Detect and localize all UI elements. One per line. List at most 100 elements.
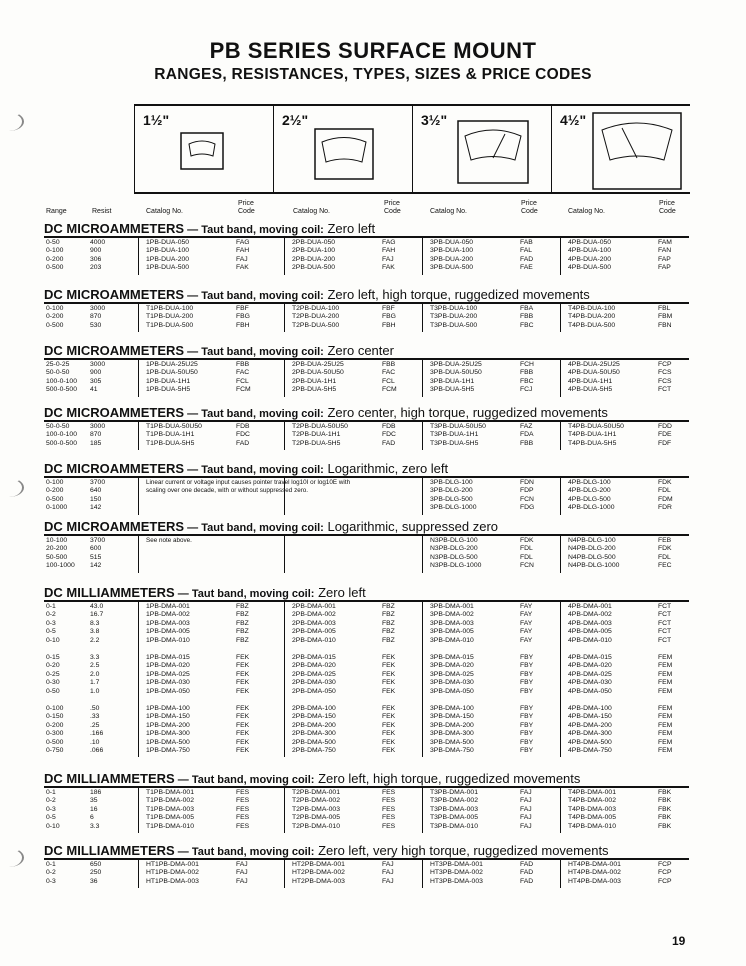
cell: 0-3: [46, 877, 56, 885]
cell: FDK: [520, 537, 534, 544]
cell: 50-0-50: [46, 369, 70, 377]
section-detail: Zero center, high torque, ruggedized mov…: [323, 405, 608, 420]
cell: FES: [382, 797, 396, 805]
cell: FES: [236, 789, 250, 796]
cell: 1PB-DUA-50U50: [146, 369, 198, 377]
cell: FCS: [658, 369, 672, 377]
section-movement: — Taut band, moving coil:: [184, 290, 324, 302]
cell: FBN: [658, 321, 672, 329]
cell: 3PB-DMA-003: [430, 619, 474, 627]
cell: FEB: [658, 537, 672, 544]
cell: 0-100: [46, 247, 64, 255]
cell: T1PB-DUA-1H1: [146, 431, 195, 439]
cell: FBZ: [382, 619, 395, 627]
cell: 3000: [90, 361, 106, 368]
cell: .50: [90, 705, 100, 712]
cell: 4PB-DLG-1000: [568, 504, 615, 512]
cell: 3.3: [90, 654, 100, 661]
cell: T1PB-DUA-200: [146, 313, 194, 321]
cell: FAB: [520, 239, 533, 246]
cell: HT2PB-DMA-003: [292, 877, 345, 885]
cell: 4PB-DLG-200: [568, 487, 611, 495]
cell: T2PB-DUA-100: [292, 305, 340, 312]
cell: N4PB-DLG-500: [568, 553, 616, 561]
cell: 1PB-DMA-030: [146, 679, 190, 687]
cell: 0-2: [46, 797, 56, 805]
cell: 2PB-DMA-050: [292, 687, 336, 695]
cell: FBC: [520, 321, 534, 329]
section-movement: — Taut band, moving coil:: [184, 408, 324, 420]
cell: 0-100: [46, 305, 64, 312]
size-cell-2: 2½": [273, 106, 413, 192]
cell: FAC: [236, 369, 250, 377]
cell: 1PB-DMA-150: [146, 713, 190, 721]
cell: FAJ: [236, 877, 248, 885]
cell: 1PB-DUA-050: [146, 239, 190, 246]
cell: T2PB-DMA-010: [292, 822, 340, 830]
cell: FBY: [520, 738, 534, 746]
cell: FBB: [520, 439, 534, 447]
cell: 870: [90, 313, 102, 321]
column-divider: [422, 422, 423, 451]
cell: 3PB-DMA-001: [430, 603, 474, 610]
cell: FDM: [658, 495, 673, 503]
cell: FAY: [520, 619, 533, 627]
cell: FCL: [382, 377, 395, 385]
section-type: DC MICROAMMETERS: [44, 461, 185, 476]
cell: HT2PB-DMA-001: [292, 861, 345, 868]
cell: 3PB-DMA-200: [430, 721, 474, 729]
cell: 4PB-DMA-150: [568, 713, 612, 721]
cell: 4PB-DUA-050: [568, 239, 612, 246]
catalog-header-1: Catalog No.: [146, 208, 183, 215]
section-heading: DC MICROAMMETERS — Taut band, moving coi…: [44, 288, 689, 304]
column-divider: [560, 360, 561, 397]
cell: 1PB-DUA-5H5: [146, 386, 191, 394]
cell: HT3PB-DMA-003: [430, 877, 483, 885]
cell: T1PB-DMA-003: [146, 805, 194, 813]
cell: FEM: [658, 713, 673, 721]
cell: FAK: [382, 264, 395, 272]
cell: 2PB-DUA-50U50: [292, 369, 344, 377]
section-heading: DC MICROAMMETERS — Taut band, moving coi…: [44, 406, 689, 422]
cell: 3PB-DMA-050: [430, 687, 474, 695]
cell: 4PB-DUA-50U50: [568, 369, 620, 377]
cell: 640: [90, 487, 102, 495]
cell: 4PB-DMA-015: [568, 654, 612, 661]
cell: 3PB-DLG-100: [430, 479, 473, 486]
cell: 500-0-500: [46, 386, 77, 394]
cell: FBY: [520, 747, 534, 755]
cell: 4PB-DMA-100: [568, 705, 612, 712]
cell: T3PB-DMA-001: [430, 789, 478, 796]
cell: FAC: [382, 369, 396, 377]
cell: 1PB-DMA-010: [146, 636, 190, 644]
cell: T1PB-DMA-005: [146, 814, 194, 822]
column-divider: [284, 602, 285, 758]
cell: 0-1000: [46, 504, 68, 512]
cell: FDB: [382, 423, 396, 430]
cell: HT1PB-DMA-001: [146, 861, 199, 868]
cell: FCT: [658, 386, 672, 394]
cell: FEK: [382, 705, 396, 712]
cell: 2PB-DMA-003: [292, 619, 336, 627]
column-divider: [284, 860, 285, 889]
cell: FEK: [236, 713, 250, 721]
cell: N4PB-DLG-200: [568, 545, 616, 553]
cell: 1PB-DUA-100: [146, 247, 190, 255]
cell: 0-2: [46, 611, 56, 619]
cell: HT4PB-DMA-001: [568, 861, 621, 868]
size-cell-1: 1½": [134, 106, 274, 192]
